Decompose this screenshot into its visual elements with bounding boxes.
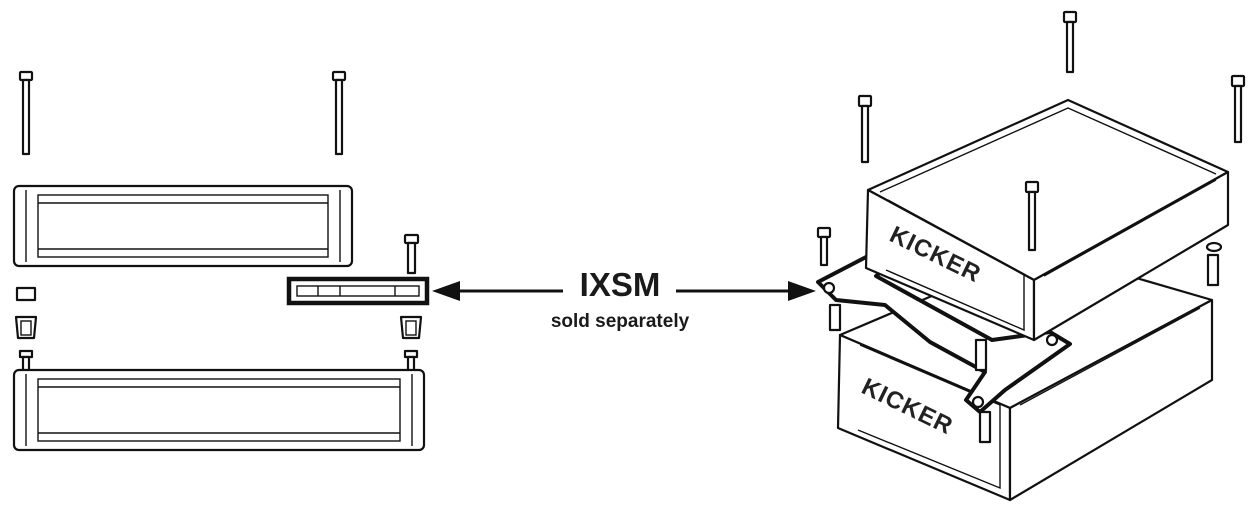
ixsm-bracket-side [286, 276, 430, 306]
spacer-parts-left [14, 286, 38, 377]
bolt-3d-center [1024, 180, 1040, 252]
side-view-assembly [12, 70, 430, 452]
spacer-standoffs [828, 241, 1223, 444]
top-amplifier-side [12, 184, 354, 268]
arrow-left-icon [432, 281, 460, 301]
spacer-parts-right [399, 315, 423, 377]
top-amplifier-3d: KICKER [864, 98, 1230, 342]
bolt-top-left [18, 70, 34, 156]
stacked-3d-assembly: KICKER KICKER [816, 10, 1246, 502]
bolt-3d-left [857, 94, 873, 164]
bolt-3d-right [1230, 74, 1246, 144]
ixsm-label: IXSM [579, 266, 661, 303]
sold-separately-label: sold separately [550, 311, 690, 332]
bolt-3d-rear [1062, 10, 1078, 74]
bottom-amplifier-side [12, 368, 426, 452]
arrow-right-icon [788, 281, 816, 301]
bolt-top-right [331, 70, 347, 156]
bolt-short-right [403, 233, 420, 275]
bolt-3d-short [816, 226, 832, 267]
callout-arrows [432, 281, 816, 301]
